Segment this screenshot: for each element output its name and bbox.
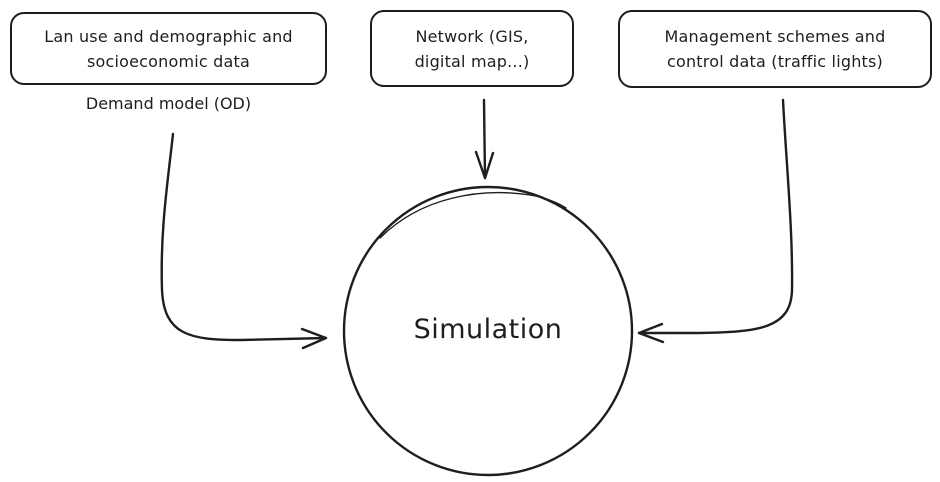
landuse-label-line-2: socioeconomic data bbox=[86, 51, 251, 71]
simulation-label: Simulation bbox=[413, 314, 563, 345]
management-label-line-2: control data (traffic lights) bbox=[666, 52, 883, 71]
arrowhead-landuse bbox=[300, 327, 328, 350]
arrowhead-management bbox=[637, 322, 665, 344]
arrow-landuse-to-simulation bbox=[160, 132, 328, 342]
network-label-line-2: digital map...) bbox=[414, 51, 530, 71]
landuse-data-label: Lan use and demographic and socioeconomi… bbox=[44, 24, 293, 74]
management-data-label: Management schemes and control data (tra… bbox=[665, 24, 886, 74]
management-data-box[interactable]: Management schemes and control data (tra… bbox=[618, 10, 932, 88]
arrow-network-to-simulation bbox=[482, 98, 487, 180]
demand-model-label: Demand model (OD) bbox=[85, 94, 252, 113]
landuse-label-line-1: Lan use and demographic and bbox=[44, 26, 293, 46]
network-label-line-1: Network (GIS, bbox=[415, 26, 529, 46]
simulation-circle-sketch-stroke bbox=[379, 191, 567, 239]
landuse-data-box[interactable]: Lan use and demographic and socioeconomi… bbox=[10, 12, 327, 85]
network-data-label: Network (GIS, digital map...) bbox=[415, 24, 530, 74]
management-label-line-1: Management schemes and bbox=[664, 27, 886, 46]
simulation-circle[interactable] bbox=[342, 185, 634, 477]
arrow-management-to-simulation bbox=[637, 98, 794, 335]
network-data-box[interactable]: Network (GIS, digital map...) bbox=[370, 10, 574, 87]
arrowhead-network bbox=[474, 150, 495, 180]
